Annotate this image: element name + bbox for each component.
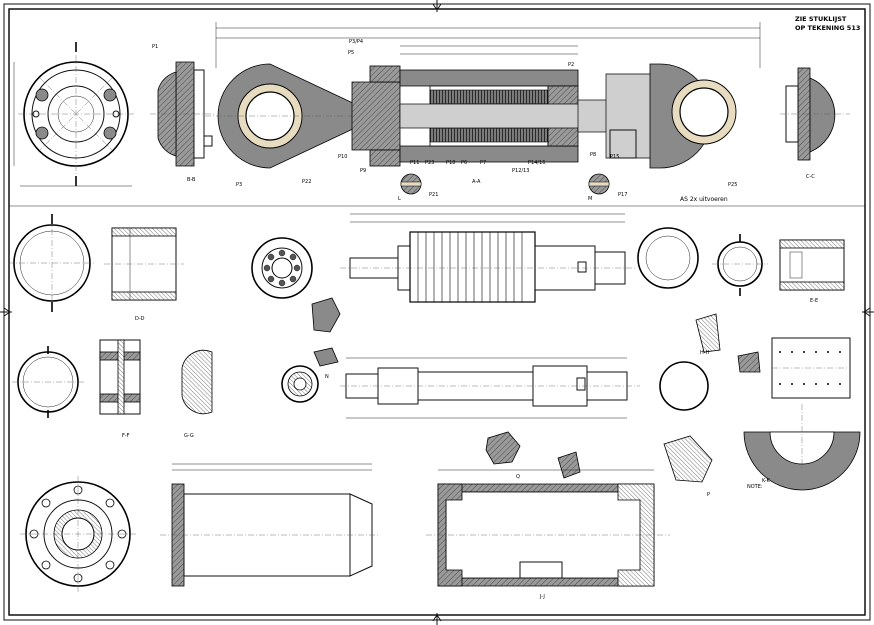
section-jj-view: J-J [426,469,670,600]
flange-bolts [32,88,120,140]
view-circle-right [637,227,768,296]
section-ff-label: F-F [122,433,130,439]
part-label-p2: P2 [568,62,574,68]
part-label-p10: P10 [338,154,347,160]
part-label-p14-16: P14/16 [528,160,545,166]
part-label-p5: P5 [348,50,354,56]
view-circle-f [12,346,84,418]
detail-l-label: L [398,196,401,202]
view-circle-d [8,214,96,312]
section-aa-label: A-A [472,179,481,185]
flange-bottom-view [20,476,136,592]
part-label-p25: P25 [728,182,737,188]
section-kk-view: K-K NOTE: [743,404,861,491]
bearing-view [251,237,313,299]
detail-n-label: N [325,374,329,380]
section-aa-cylinder: P3/P4 P5 P2 P10 P9 P11 P23 P18 P6 P7 P12… [205,22,761,188]
part-label-p3p4: P3/P4 [349,39,363,45]
detail-p-label: P [707,492,710,498]
part-label-p15: P15 [610,154,619,160]
seal-details-lm: P21 L P17 M AS 2x uitvoeren [398,173,728,203]
part-label-p17: P17 [618,192,627,198]
section-bb-label: B-B [187,177,196,183]
flange-end-view [13,42,134,187]
part-label-p6: P6 [461,160,467,166]
section-gg-label: G-G [184,433,194,439]
part-label-p18: P18 [446,160,455,166]
title-line-2: OP TEKENING 513 [795,24,860,32]
section-cc-view: C-C [780,67,850,180]
section-gg-view: G-G [181,349,213,439]
section-ee-label: E-E [810,298,818,304]
part-label-p3: P3 [236,182,242,188]
detail-m-label: M [588,196,592,202]
part-label-p12-13: P12/13 [512,168,529,174]
section-dd-view: D-D [104,227,184,322]
details-n-o: N [281,297,341,403]
section-cc-label: C-C [806,174,815,180]
part-label-p8: P8 [590,152,596,158]
title-block: ZIE STUKLIJST OP TEKENING 513 [795,15,860,32]
tube-bottom-view [160,463,380,587]
section-ee-view: E-E [779,239,845,304]
section-hh-view: H-H [695,313,851,399]
title-line-1: ZIE STUKLIJST [795,15,847,23]
section-hh-label: H-H [700,350,710,356]
part-label-p11: P11 [410,160,419,166]
section-bb-view: B-B P1 [150,44,215,183]
as-note: AS 2x uitvoeren [680,196,728,203]
section-dd-label: D-D [135,316,145,322]
part-label-p22: P22 [302,179,311,185]
note-heading: NOTE: [747,484,763,490]
section-kk-label: K-K [762,478,771,484]
detail-q-label: Q [516,474,520,480]
section-jj-label: J-J [539,594,545,600]
part-label-p9: P9 [360,168,366,174]
details-q-p: Q P [485,431,713,498]
stepped-shaft-view [340,357,709,419]
splined-shaft-view [340,213,635,303]
part-label-p7: P7 [480,160,486,166]
section-ff-view: F-F [99,339,141,439]
part-label-p21: P21 [429,192,438,198]
part-label-p23: P23 [425,160,434,166]
part-label-p1: P1 [152,44,158,50]
